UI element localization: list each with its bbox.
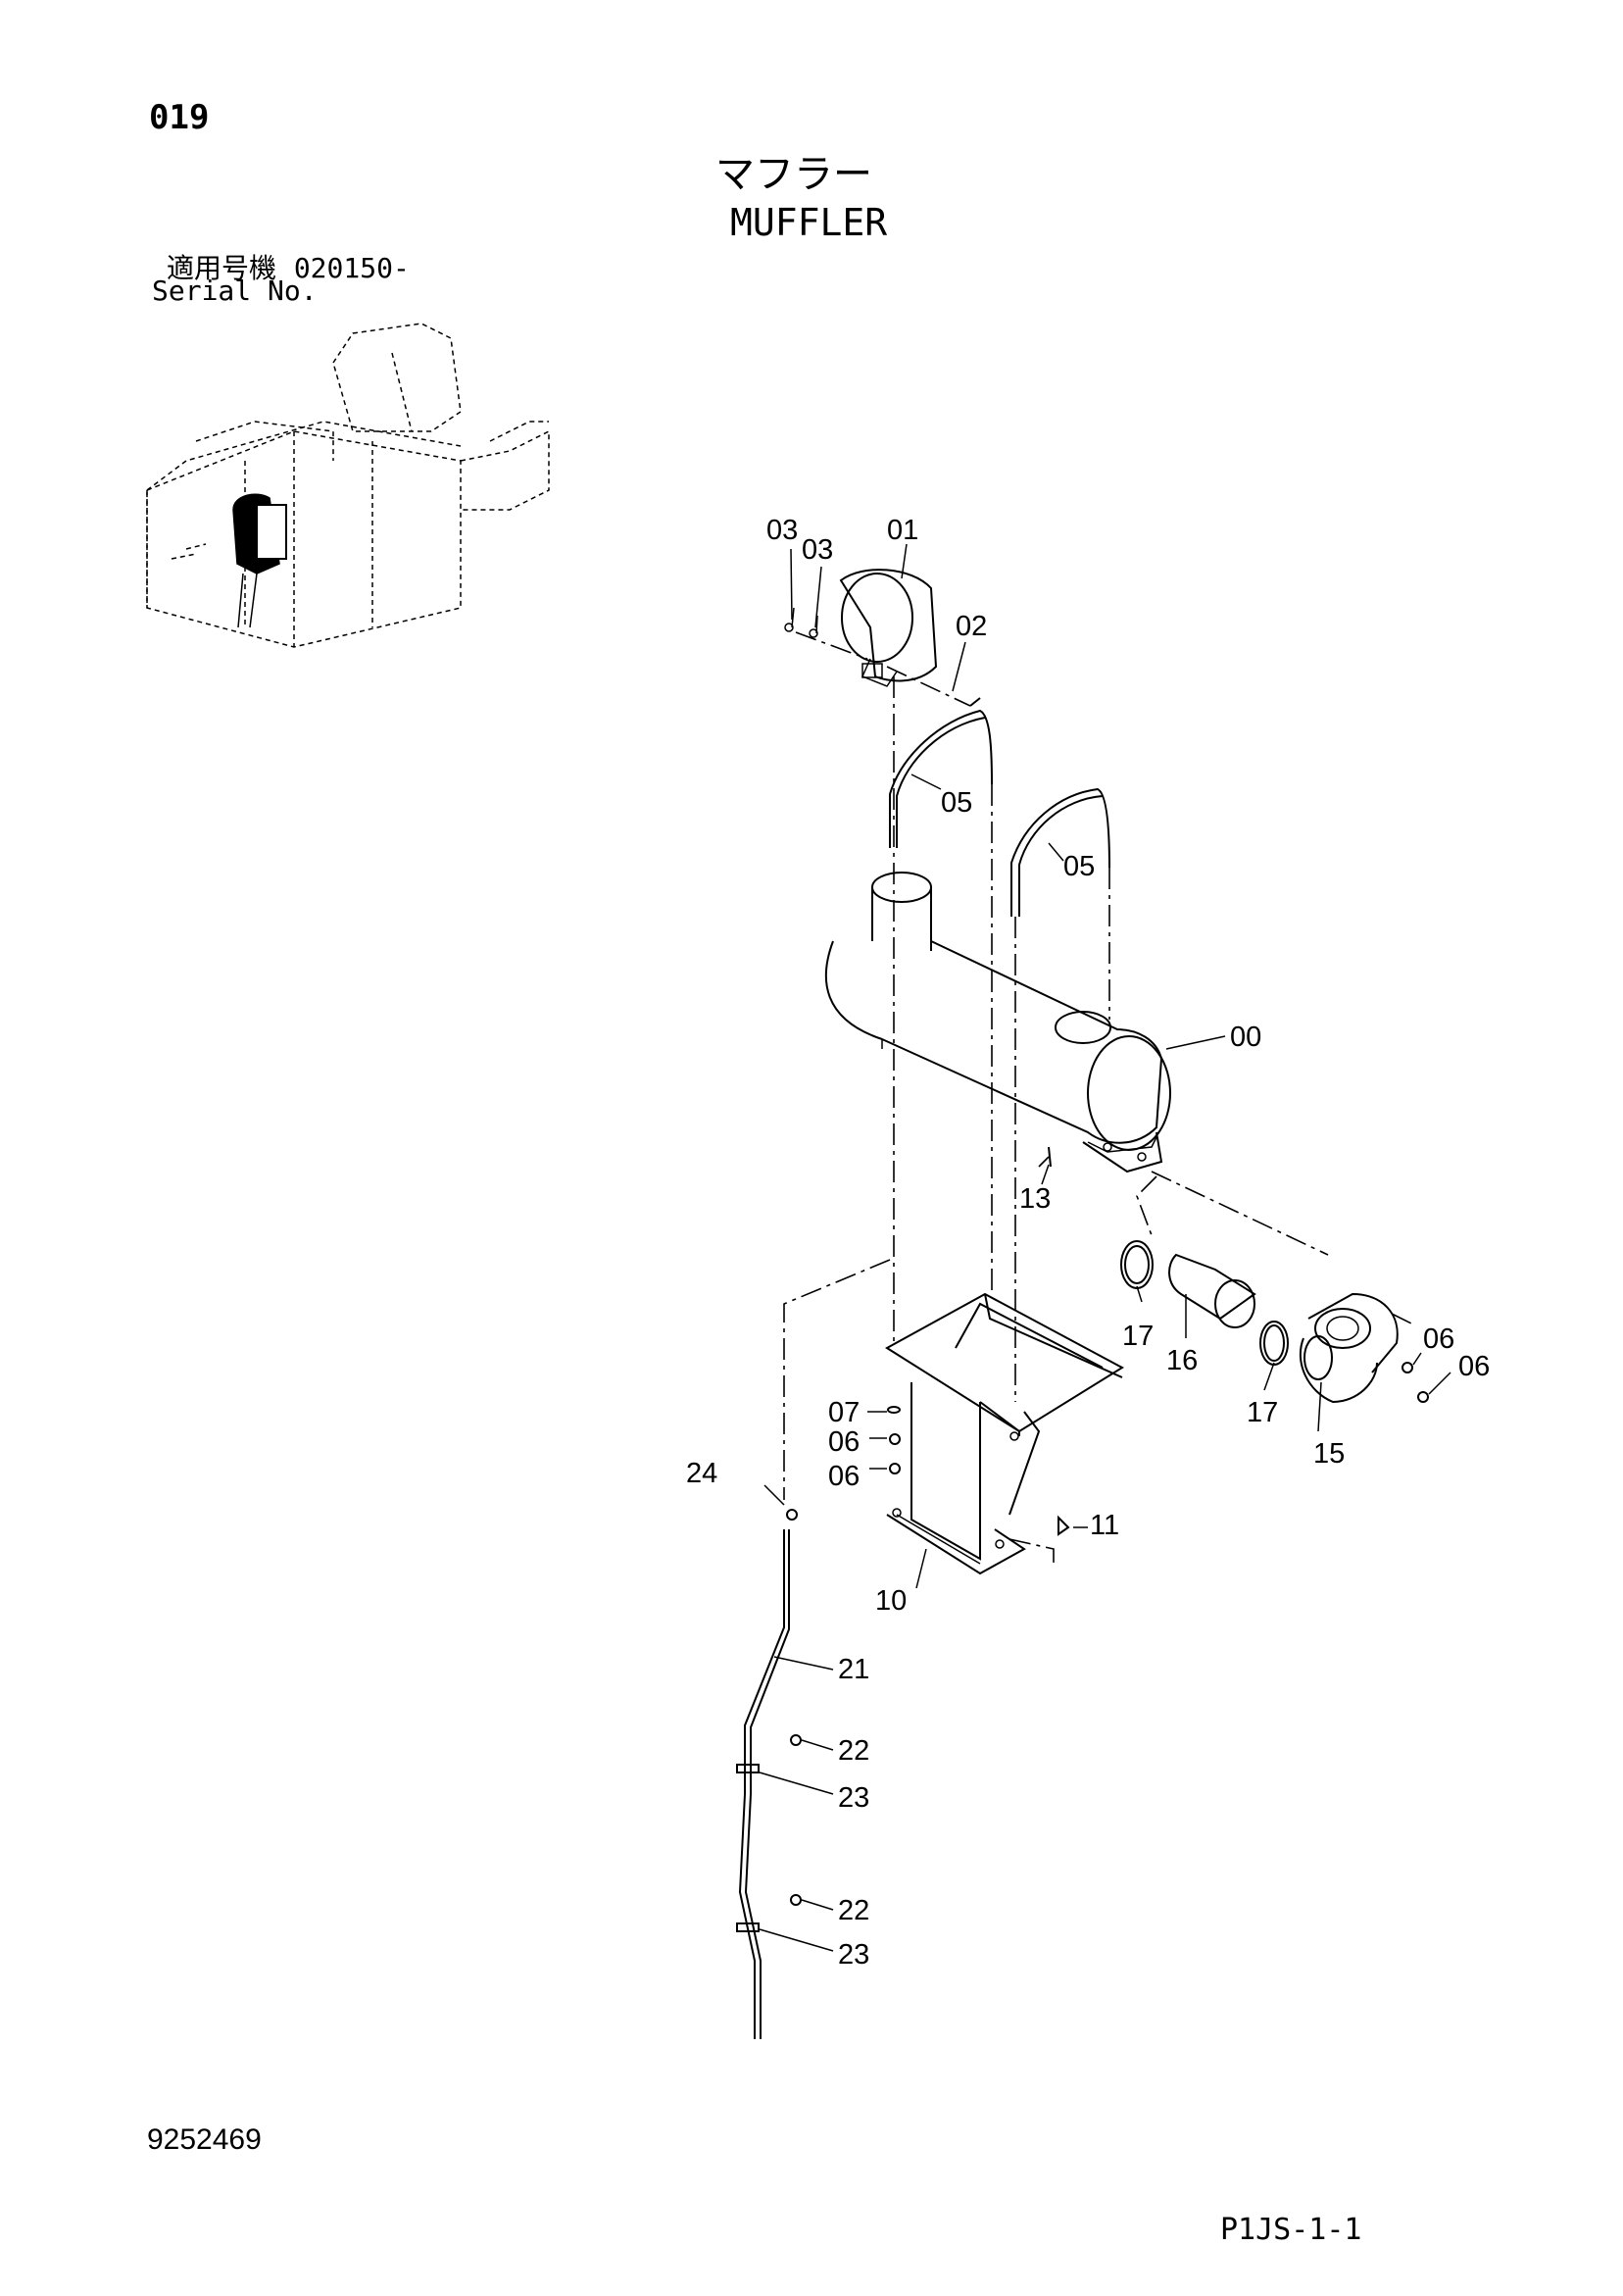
page-number: 019	[149, 98, 210, 137]
serial-value: 020150-	[293, 252, 410, 284]
part-label-22: 22	[838, 1735, 869, 1767]
part-label-17: 17	[1247, 1397, 1278, 1428]
page-code: P1JS-1-1	[1220, 2213, 1362, 2247]
part-label-00: 00	[1230, 1022, 1261, 1053]
part-label-05: 05	[941, 787, 972, 819]
page-title-english: MUFFLER	[730, 201, 888, 244]
part-label-10: 10	[875, 1585, 907, 1617]
serial-label-japanese: 適用号機 020150-	[167, 247, 410, 286]
assembly-guide-lines	[783, 676, 1412, 1564]
serial-label-jp-text: 適用号機	[167, 252, 277, 284]
part-label-07: 07	[828, 1397, 860, 1428]
part-label-06: 06	[828, 1426, 860, 1458]
part-label-23: 23	[838, 1782, 869, 1814]
small-hardware	[786, 1146, 1070, 1536]
part-label-23: 23	[838, 1939, 869, 1971]
part-label-06: 06	[828, 1461, 860, 1492]
part-label-13: 13	[1019, 1183, 1051, 1215]
part-label-01: 01	[887, 515, 918, 546]
fastener-bolts-top	[784, 607, 981, 707]
part-label-24: 24	[686, 1458, 717, 1489]
exhaust-elbow-part	[1299, 1292, 1399, 1404]
part-label-17: 17	[1122, 1321, 1154, 1352]
part-label-22: 22	[838, 1895, 869, 1926]
part-label-02: 02	[956, 611, 987, 642]
part-number-labels: 03 03 01 02 05 05 00 13 17 16 17 15 06 0…	[686, 515, 1490, 1971]
part-label-05: 05	[1063, 851, 1095, 882]
u-bolt-clamps	[889, 709, 1110, 917]
part-label-06: 06	[1458, 1351, 1490, 1382]
serial-label-english: Serial No.	[152, 275, 318, 307]
rain-cap-part	[839, 569, 938, 687]
part-label-11: 11	[1090, 1510, 1119, 1541]
muffler-body-part	[824, 872, 1171, 1173]
part-label-16: 16	[1166, 1345, 1198, 1376]
part-label-03: 03	[766, 515, 798, 546]
nuts-right	[1402, 1362, 1429, 1403]
callout-leader-lines	[759, 543, 1451, 1952]
part-label-03: 03	[802, 534, 833, 566]
part-label-21: 21	[838, 1654, 869, 1685]
part-label-06: 06	[1423, 1323, 1454, 1355]
support-bracket-part	[885, 1292, 1125, 1575]
support-rod-part	[736, 1529, 802, 2039]
document-number: 9252469	[147, 2123, 262, 2156]
page-title-japanese: マフラー	[715, 152, 872, 197]
part-label-15: 15	[1313, 1438, 1345, 1470]
muffler-location-marker	[232, 493, 287, 628]
